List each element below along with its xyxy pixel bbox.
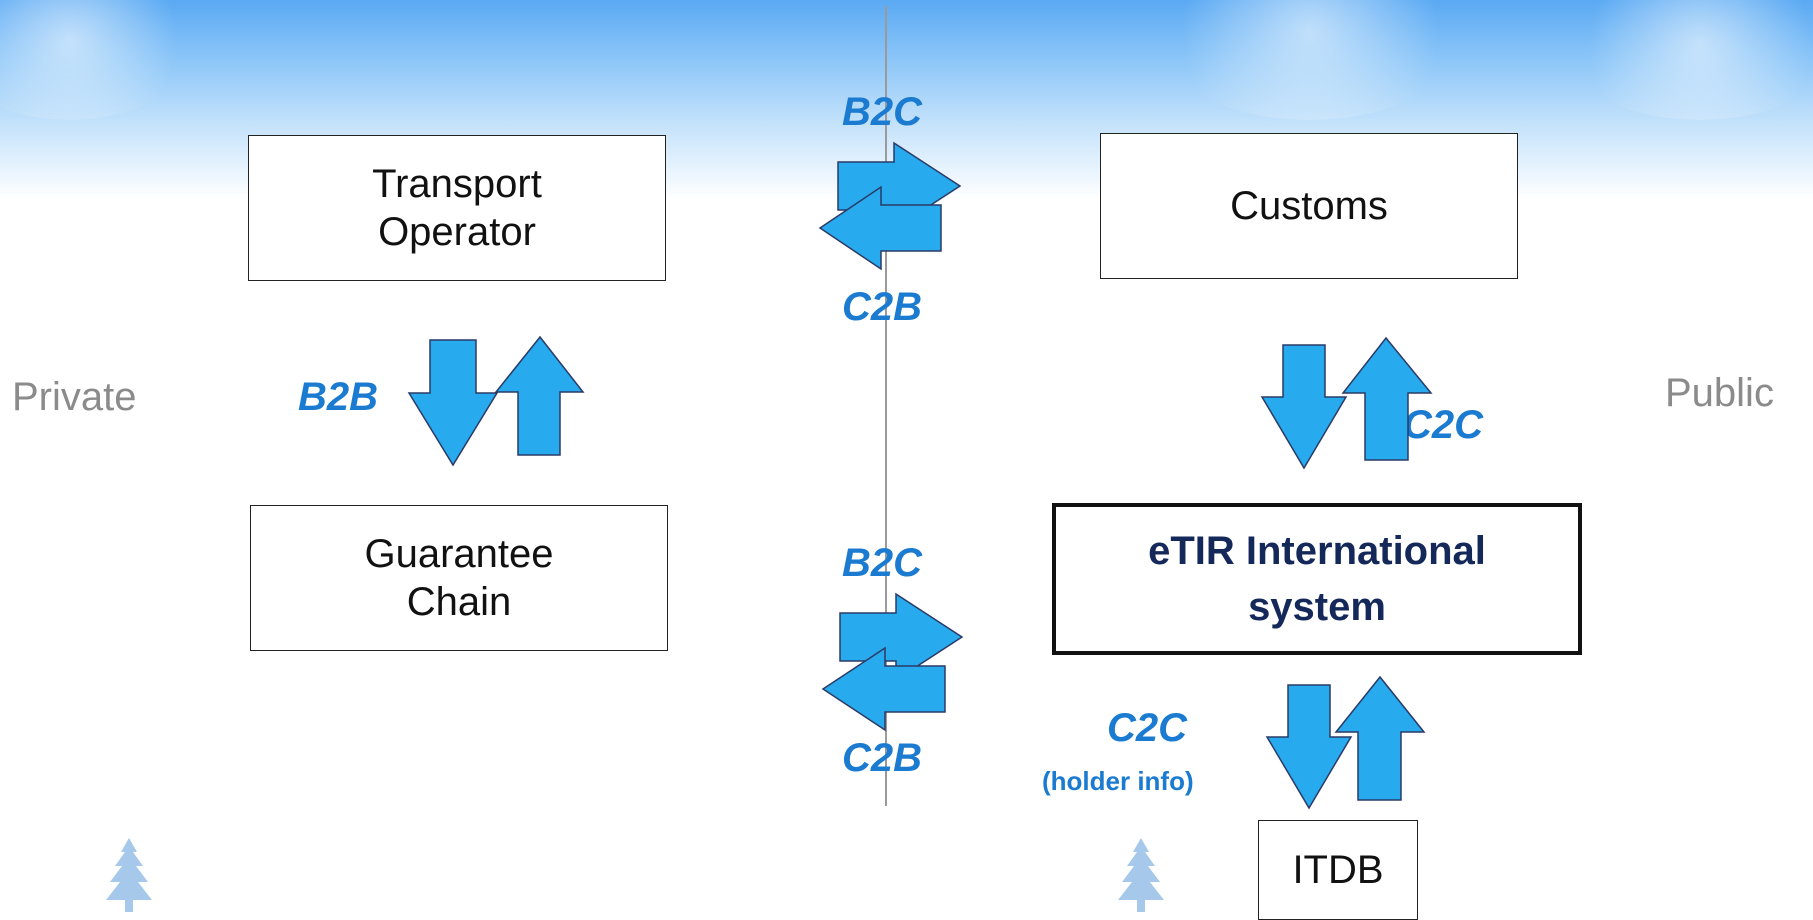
upper-c2c-down-arrow [1260, 344, 1348, 470]
transport-operator-box: Transport Operator [248, 135, 666, 281]
mid-c2b-label: C2B [842, 736, 923, 780]
top-c2b-label: C2B [842, 285, 923, 329]
mid-left-arrow [821, 646, 946, 732]
b2b-down-arrow [407, 339, 499, 467]
customs-label: Customs [1230, 184, 1388, 228]
lower-c2c-label: C2C [1107, 706, 1188, 750]
customs-box: Customs [1100, 133, 1518, 279]
etir-system-line-2: system [1248, 585, 1386, 629]
guarantee-chain-line-1: Guarantee [364, 532, 554, 576]
guarantee-chain-box: Guarantee Chain [250, 505, 668, 651]
lower-c2c-down-arrow [1265, 684, 1353, 810]
upper-c2c-up-arrow [1341, 336, 1433, 461]
top-left-arrow [818, 185, 942, 271]
b2b-label: B2B [298, 375, 379, 419]
etir-system-line-1: eTIR International [1148, 529, 1486, 573]
lower-c2c-up-arrow [1334, 675, 1426, 801]
top-b2c-label: B2C [842, 90, 923, 134]
itdb-label: ITDB [1292, 848, 1384, 892]
itdb-box: ITDB [1258, 820, 1418, 920]
public-region-label: Public [1665, 371, 1774, 415]
transport-operator-line-2: Operator [378, 210, 536, 254]
upper-c2c-label: C2C [1403, 403, 1484, 447]
private-public-divider [885, 6, 887, 806]
etir-international-system-box: eTIR International system [1052, 503, 1582, 655]
emblem-tree-icon [1118, 838, 1164, 912]
transport-operator-line-1: Transport [372, 162, 542, 206]
mid-b2c-label: B2C [842, 541, 923, 585]
guarantee-chain-line-2: Chain [406, 580, 512, 624]
private-region-label: Private [12, 375, 137, 419]
b2b-up-arrow [494, 335, 585, 456]
emblem-tree-icon [106, 838, 152, 912]
holder-info-label: (holder info) [1042, 766, 1194, 796]
